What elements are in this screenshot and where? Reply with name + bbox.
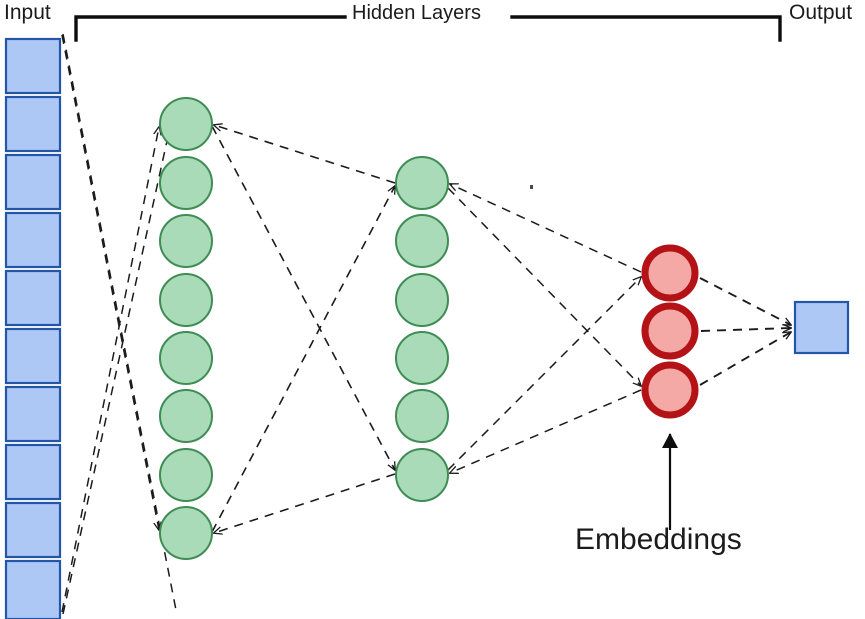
embedding-node[interactable] <box>641 361 699 419</box>
hidden-node[interactable] <box>159 214 213 268</box>
input-label: Input <box>4 1 51 24</box>
connections-embeddings-to-output <box>699 277 791 386</box>
hidden-node[interactable] <box>395 331 449 385</box>
hidden-layer-1 <box>159 97 213 560</box>
embedding-node[interactable] <box>641 302 699 360</box>
output-node[interactable] <box>793 300 850 355</box>
hidden-layers-label: Hidden Layers <box>349 2 484 25</box>
connections-hidden2-to-embeddings <box>447 184 641 473</box>
connections-hidden1-to-hidden2 <box>211 125 395 533</box>
hidden-layer-2 <box>395 156 449 502</box>
embedding-node[interactable] <box>641 244 699 302</box>
input-node[interactable] <box>4 559 62 619</box>
hidden-node[interactable] <box>159 273 213 327</box>
connections-input-outer <box>62 33 177 615</box>
output-label: Output <box>789 1 853 24</box>
hidden-node[interactable] <box>395 389 449 443</box>
input-node[interactable] <box>4 327 62 385</box>
input-layer <box>4 37 62 619</box>
hidden-node[interactable] <box>395 156 449 210</box>
output-layer <box>793 300 850 355</box>
hidden-node[interactable] <box>159 97 213 151</box>
hidden-node[interactable] <box>159 156 213 210</box>
hidden-node[interactable] <box>395 448 449 502</box>
hidden-node[interactable] <box>395 214 449 268</box>
input-node[interactable] <box>4 153 62 211</box>
hidden-layers-bracket <box>74 15 782 42</box>
input-node[interactable] <box>4 385 62 443</box>
hidden-node[interactable] <box>395 273 449 327</box>
embeddings-label: Embeddings <box>575 523 742 556</box>
artifact-dot <box>530 185 533 189</box>
input-node[interactable] <box>4 443 62 501</box>
input-node[interactable] <box>4 37 62 95</box>
input-node[interactable] <box>4 269 62 327</box>
input-node[interactable] <box>4 211 62 269</box>
hidden-node[interactable] <box>159 448 213 502</box>
hidden-node[interactable] <box>159 389 213 443</box>
hidden-node[interactable] <box>159 506 213 560</box>
input-node[interactable] <box>4 95 62 153</box>
embedding-layer <box>641 244 699 419</box>
input-node[interactable] <box>4 501 62 559</box>
hidden-node[interactable] <box>159 331 213 385</box>
connections-input-to-hidden1 <box>61 34 159 613</box>
